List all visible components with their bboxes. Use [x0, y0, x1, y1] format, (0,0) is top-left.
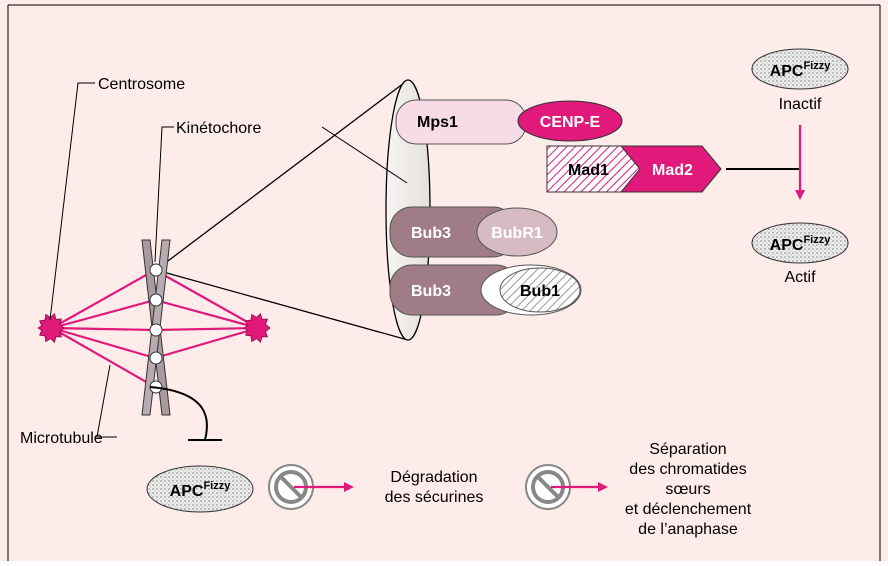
- microtubules: [51, 269, 259, 388]
- mad2-shape: [619, 145, 722, 193]
- zoom-line-top: [155, 79, 409, 271]
- cenpe-label: CENP-E: [540, 114, 601, 131]
- degradation-line-2: des sécurines: [385, 489, 484, 506]
- apc-bottom-shape: [146, 465, 254, 513]
- apc-inactive-state: Inactif: [779, 96, 822, 113]
- mps1-label: Mps1: [417, 114, 458, 131]
- bubr1-label: BubR1: [491, 225, 543, 242]
- prohibited-icon-2: [525, 464, 571, 510]
- mad2-label: Mad2: [652, 162, 693, 179]
- apc-inactive-shape: [751, 48, 849, 90]
- cenpe-shape: [517, 100, 623, 142]
- separation-line-4: et déclenchement: [625, 501, 752, 518]
- apc-active-state: Actif: [784, 269, 816, 286]
- separation-line-5: de l’anaphase: [638, 521, 738, 538]
- degradation-line-1: Dégradation: [390, 469, 477, 486]
- zoom-line-bottom: [155, 269, 409, 341]
- kinetochore-inhibition-line: [149, 386, 208, 441]
- kinetochore-label: Kinétochore: [176, 120, 261, 137]
- separation-line-3: sœurs: [665, 481, 710, 498]
- centrosome-left-icon: [37, 312, 65, 344]
- centrosome-label: Centrosome: [98, 76, 185, 93]
- separation-line-2: des chromatides: [629, 461, 746, 478]
- bub1-shape: [499, 267, 581, 313]
- apc-bottom-text: APCFizzy: [170, 480, 232, 500]
- apc-inactive-text: APCFizzy: [770, 60, 832, 80]
- mad1-label: Mad1: [568, 162, 609, 179]
- microtubule-label: Microtubule: [20, 430, 103, 447]
- centrosome-right-icon: [243, 312, 271, 344]
- mps1-shape: [395, 99, 527, 145]
- bub1-label: Bub1: [520, 283, 560, 300]
- prohibited-icon-1: [268, 464, 314, 510]
- leader-lines: [49, 82, 408, 438]
- apc-active-text: APCFizzy: [770, 234, 832, 254]
- bub3-bottom-label: Bub3: [411, 283, 451, 300]
- bub3-top-label: Bub3: [411, 225, 451, 242]
- separation-line-1: Séparation: [649, 441, 726, 458]
- bubr1-shape: [476, 207, 558, 257]
- apc-active-shape: [751, 222, 849, 264]
